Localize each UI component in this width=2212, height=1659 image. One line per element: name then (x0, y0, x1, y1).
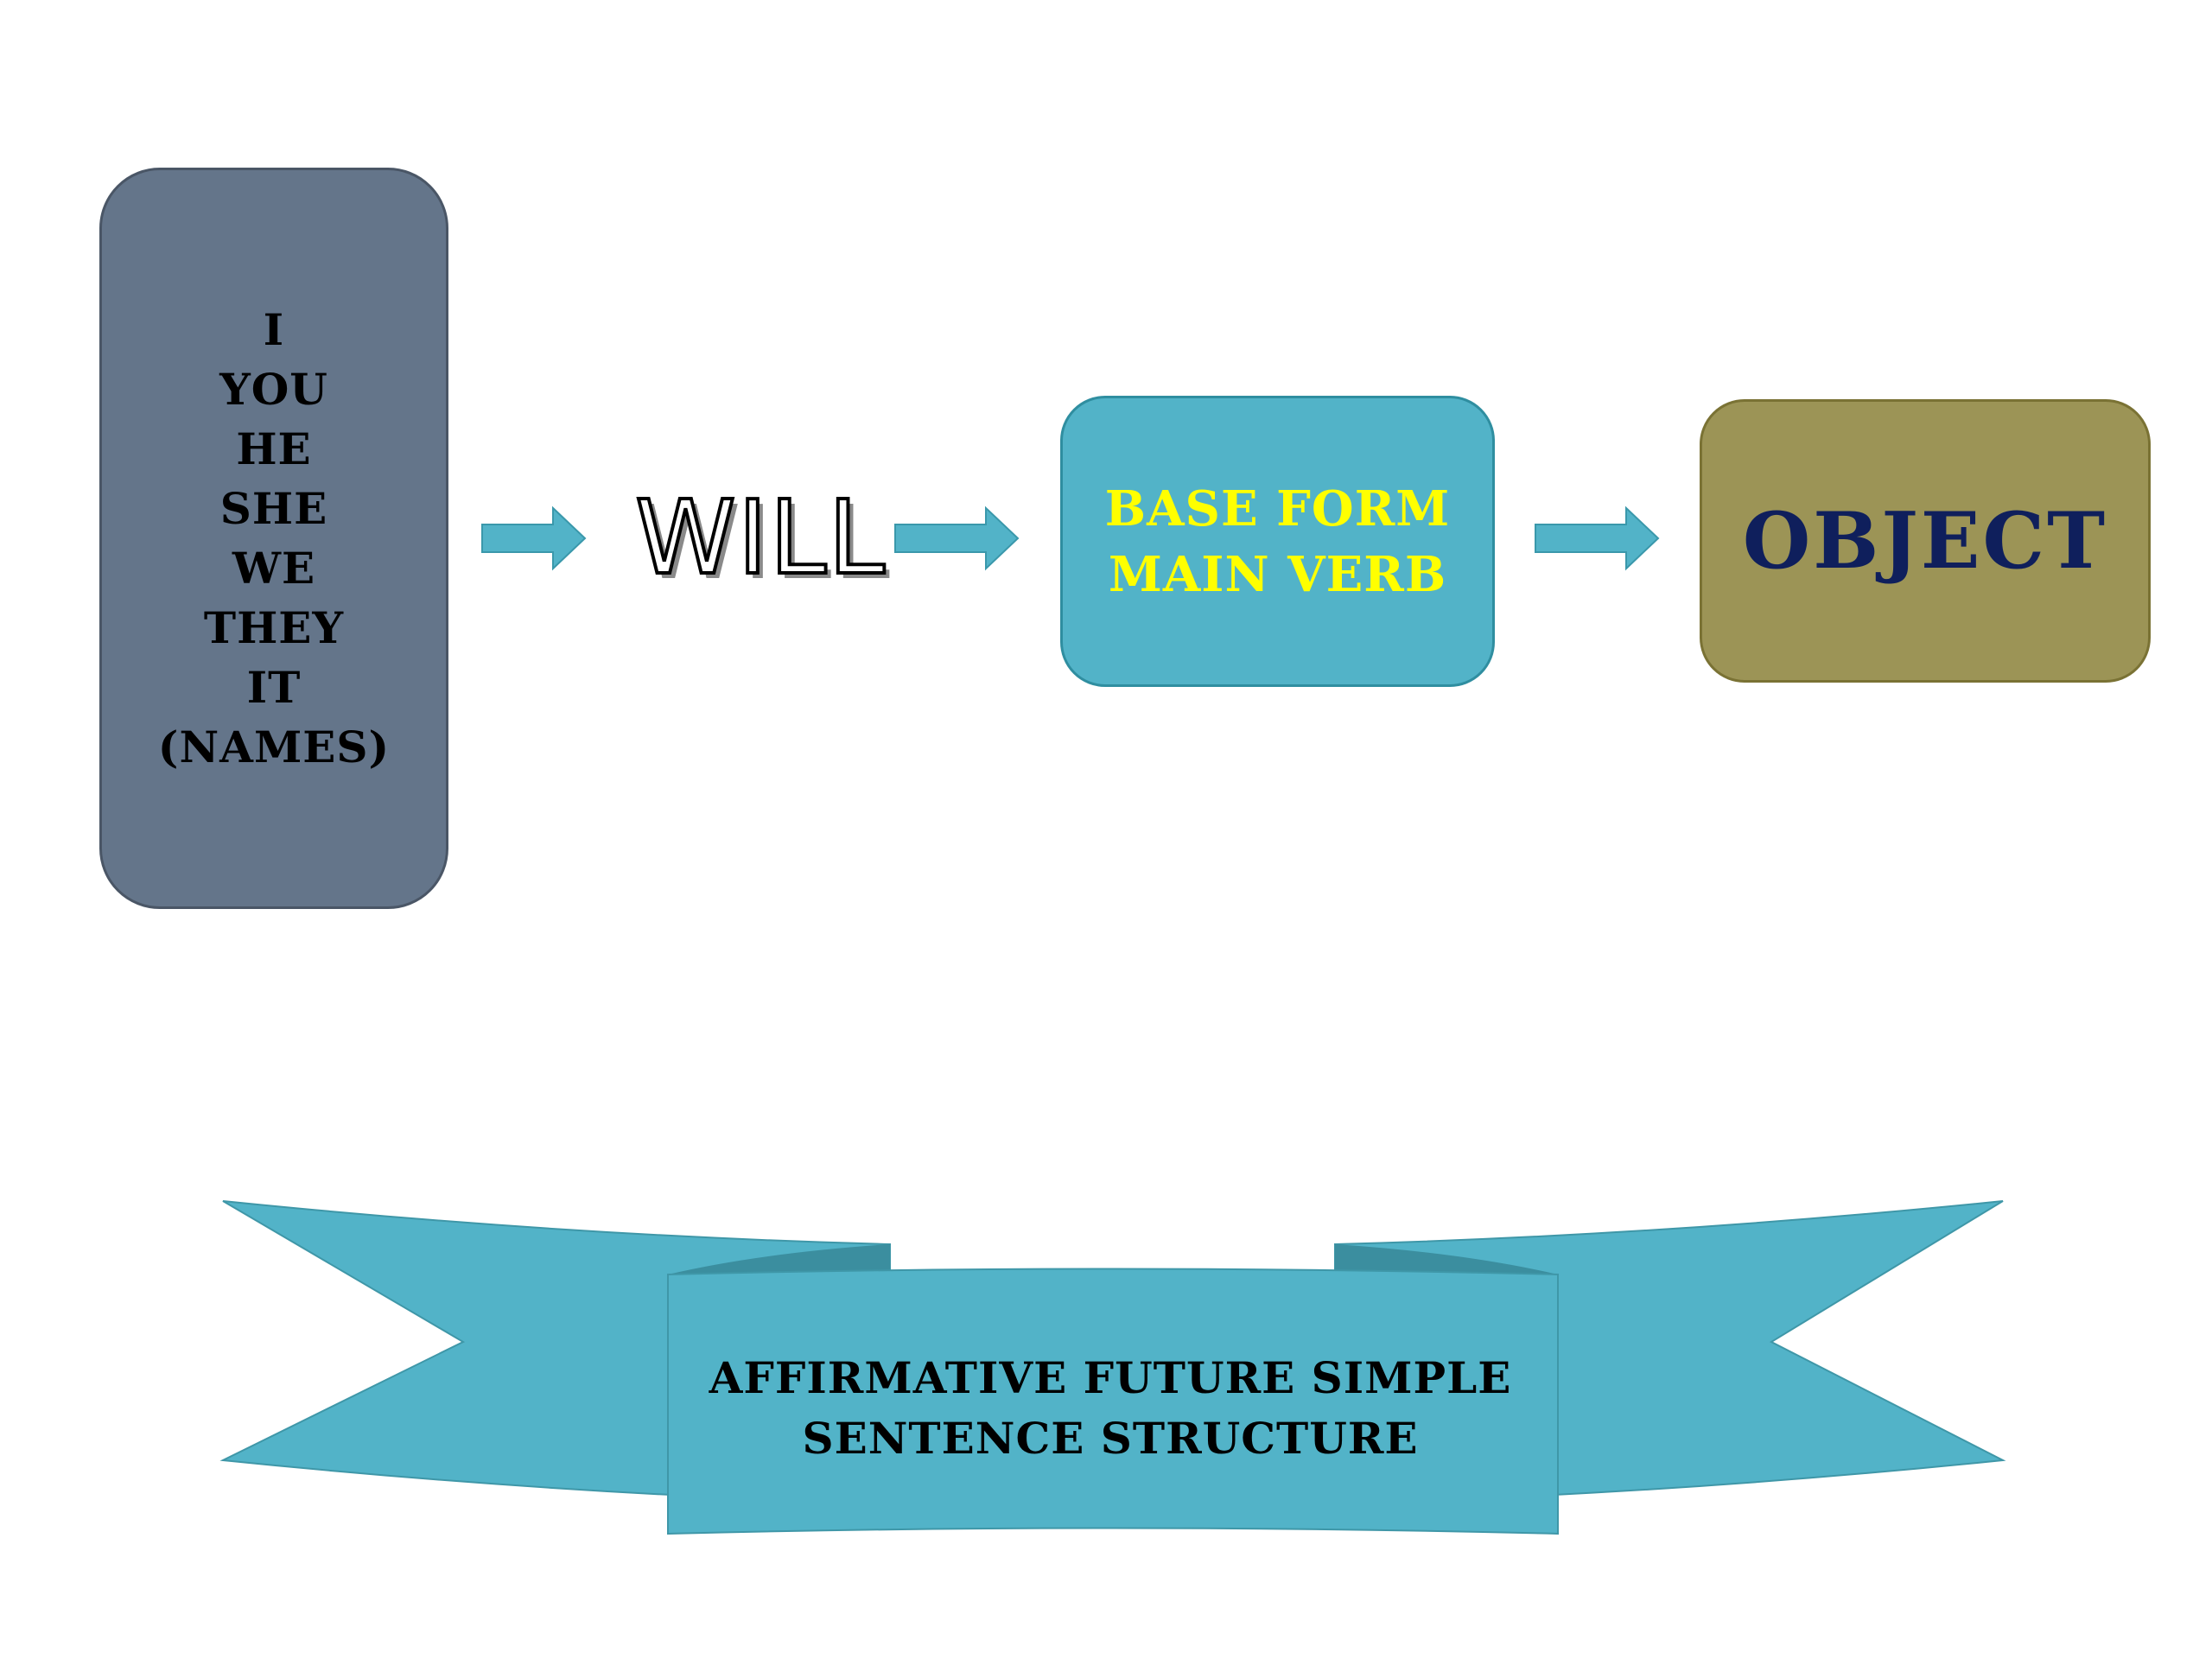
banner-left-fold (668, 1244, 890, 1277)
banner-title-line: SENTENCE STRUCTURE (802, 1413, 1419, 1464)
subject-item: (NAMES) (157, 721, 391, 772)
subject-item: I (263, 304, 285, 355)
subject-item: THEY (203, 602, 345, 653)
subject-item: YOU (219, 364, 328, 415)
subject-item: HE (236, 423, 312, 474)
verb-box-line: MAIN VERB (1108, 545, 1447, 603)
banner-text: AFFIRMATIVE FUTURE SIMPLE SENTENCE STRUC… (670, 1344, 1551, 1473)
arrow-right-icon (1535, 505, 1660, 571)
subjects-box: I YOU HE SHE WE THEY IT (NAMES) (99, 168, 448, 909)
subject-item: SHE (219, 483, 328, 534)
verb-box: BASE FORM MAIN VERB (1060, 396, 1495, 687)
banner-right-fold (1335, 1244, 1558, 1277)
subject-item: WE (232, 543, 316, 594)
banner-center-panel (667, 1268, 1559, 1535)
object-box: OBJECT (1700, 399, 2151, 683)
will-word: WILL (633, 478, 887, 598)
arrow-right-icon (481, 505, 587, 571)
arrow-right-icon (894, 505, 1020, 571)
banner-title-line: AFFIRMATIVE FUTURE SIMPLE (709, 1352, 1512, 1403)
object-label: OBJECT (1742, 495, 2108, 587)
subject-item: IT (246, 662, 302, 713)
verb-box-line: BASE FORM (1104, 480, 1451, 537)
